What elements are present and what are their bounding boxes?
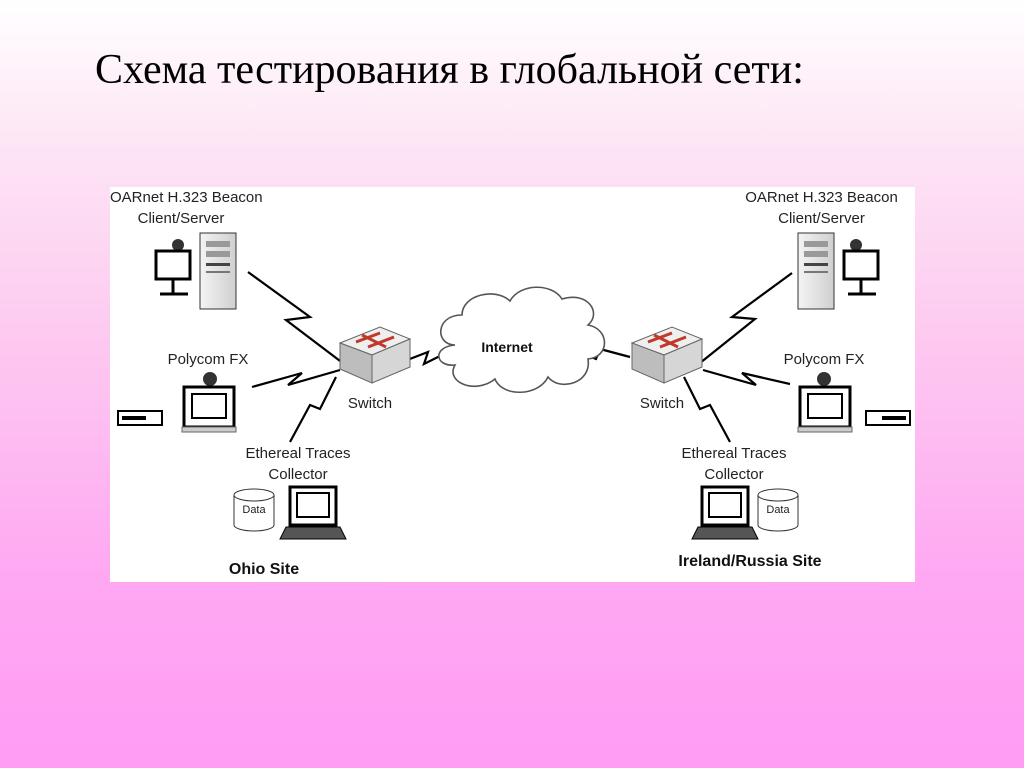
left-data-storage-icon <box>233 488 275 532</box>
left-data-label: Data <box>242 504 266 516</box>
link-left-switch-internet <box>401 350 451 367</box>
link-right-beacon-switch <box>694 272 793 368</box>
right-switch-icon <box>630 326 704 384</box>
left-beacon-label-line2: Client/Server <box>137 210 225 227</box>
left-traces-label-line1: Ethereal Traces <box>245 445 351 462</box>
right-switch-label: Switch <box>639 395 685 412</box>
right-data-label: Data <box>766 504 790 516</box>
right-data-storage-icon <box>757 488 799 532</box>
left-laptop-icon <box>279 485 347 540</box>
left-polycom-label: Polycom FX <box>167 351 249 368</box>
slide-title: Схема тестирования в глобальной сети: <box>95 47 804 93</box>
right-traces-label-line2: Collector <box>704 466 764 483</box>
right-laptop-icon <box>691 485 759 540</box>
left-switch-icon <box>338 326 412 384</box>
internet-cloud <box>438 286 606 393</box>
left-polycom-icon <box>117 372 237 433</box>
right-polycom-icon <box>797 372 911 433</box>
right-beacon-label-line2: Client/Server <box>778 210 865 227</box>
network-diagram-graphics <box>117 232 911 540</box>
right-beacon-label-line1: OARnet H.323 Beacon <box>745 189 898 206</box>
link-right-collector-switch <box>683 376 731 443</box>
left-beacon-label: OARnet H.323 Beacon Client/Server <box>110 187 263 229</box>
left-site-label: Ohio Site <box>228 561 300 578</box>
link-left-collector-switch <box>289 376 337 443</box>
left-traces-label-line2: Collector <box>268 466 328 483</box>
link-left-beacon-switch <box>247 271 349 368</box>
right-beacon-label: OARnet H.323 Beacon Client/Server <box>728 187 915 229</box>
right-beacon-server-icon <box>797 232 880 310</box>
link-left-polycom-switch <box>251 368 341 389</box>
right-traces-label: Ethereal Traces Collector <box>664 443 804 485</box>
left-traces-label: Ethereal Traces Collector <box>228 443 368 485</box>
right-site-label: Ireland/Russia Site <box>678 553 822 570</box>
internet-label: Internet <box>481 339 533 355</box>
right-polycom-label: Polycom FX <box>783 351 865 368</box>
right-traces-label-line1: Ethereal Traces <box>681 445 787 462</box>
link-right-polycom-switch <box>702 368 791 387</box>
network-diagram: OARnet H.323 Beacon Client/Server Polyco… <box>110 187 915 582</box>
left-switch-label: Switch <box>347 395 393 412</box>
left-beacon-label-line1: OARnet H.323 Beacon <box>110 189 263 206</box>
left-beacon-server-icon <box>154 232 237 310</box>
